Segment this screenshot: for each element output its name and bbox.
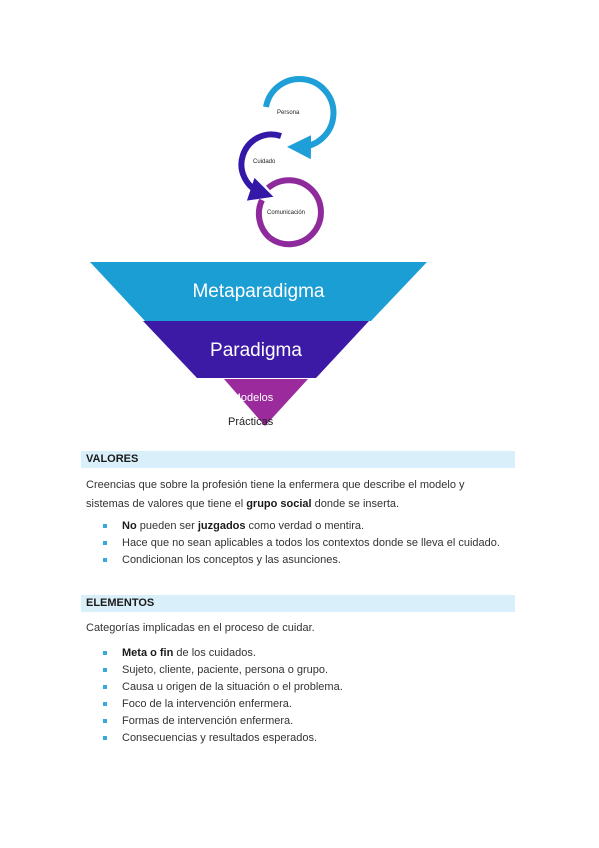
valores-intro: Creencias que sobre la profesión tiene l… [86,479,465,510]
comunicacion-arc [266,177,324,248]
list-item: Hace que no sean aplicables a todos los … [103,535,503,552]
list-item: Sujeto, cliente, paciente, persona o gru… [103,662,503,679]
list-item: Meta o fin de los cuidados. [103,645,503,662]
elementos-title: ELEMENTOS [86,597,155,609]
elementos-intro: Categorías implicadas en el proceso de c… [86,622,315,634]
pyramid-label-metaparadigma: Metaparadigma [192,281,325,302]
list-item: Condicionan los conceptos y las asuncion… [103,552,503,569]
cycle-label-persona: Persona [277,110,300,116]
elementos-list: Meta o fin de los cuidados. Sujeto, clie… [103,645,503,747]
list-item: Causa u origen de la situación o el prob… [103,679,503,696]
list-item: Foco de la intervención enfermera. [103,696,503,713]
bullet-icon [103,558,107,562]
valores-list: No pueden ser juzgados como verdad o men… [103,518,503,569]
bullet-icon [103,541,107,545]
persona-arc [263,76,337,160]
elementos-header: ELEMENTOS [81,595,515,612]
valores-header: VALORES [81,451,515,468]
pyramid-level-paradigma [143,321,369,378]
list-item: Formas de intervención enfermera. [103,713,503,730]
list-item: No pueden ser juzgados como verdad o men… [103,518,503,535]
cuidado-arc [238,131,282,201]
pyramid-label-practicas: Prácticas [228,416,274,428]
pyramid-level-metaparadigma [90,262,427,321]
bullet-icon [103,685,107,689]
bullet-icon [103,702,107,706]
cycle-label-comunicacion: Comunicación [267,210,306,216]
cycle-diagram [238,76,337,248]
pyramid-label-paradigma: Paradigma [210,340,302,361]
bullet-icon [103,668,107,672]
valores-title: VALORES [86,453,139,465]
pyramid-level-modelos [224,379,308,426]
bullet-icon [103,736,107,740]
cycle-label-cuidado: Cuidado [253,159,276,165]
bullet-icon [103,651,107,655]
bullet-icon [103,524,107,528]
pyramid-diagram [90,262,427,426]
pyramid-label-modelos: Modelos [231,392,274,404]
bullet-icon [103,719,107,723]
list-item: Consecuencias y resultados esperados. [103,730,503,747]
